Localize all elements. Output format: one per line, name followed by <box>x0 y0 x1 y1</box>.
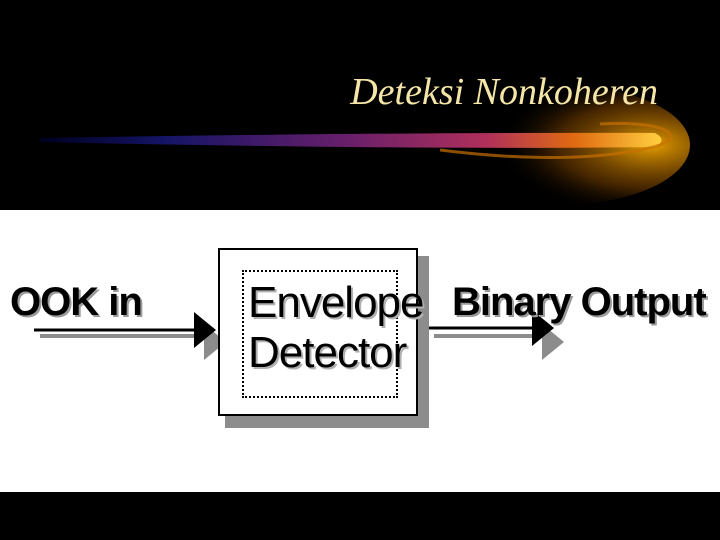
block-inner-frame: Envelope Detector <box>242 270 398 398</box>
page-title: Deteksi Nonkoheren <box>350 70 658 114</box>
title-bar: Deteksi Nonkoheren <box>0 0 720 210</box>
input-label: OOK in <box>10 280 142 325</box>
block-label: Envelope Detector <box>248 278 423 378</box>
footer-bar <box>0 492 720 540</box>
block-label-line2: Detector <box>248 328 423 378</box>
output-label: Binary Output <box>452 280 706 325</box>
block-diagram: OOK in Envelope Detector Binary Output <box>0 210 720 492</box>
block-label-line1: Envelope <box>248 278 423 328</box>
envelope-detector-block: Envelope Detector <box>218 248 418 416</box>
